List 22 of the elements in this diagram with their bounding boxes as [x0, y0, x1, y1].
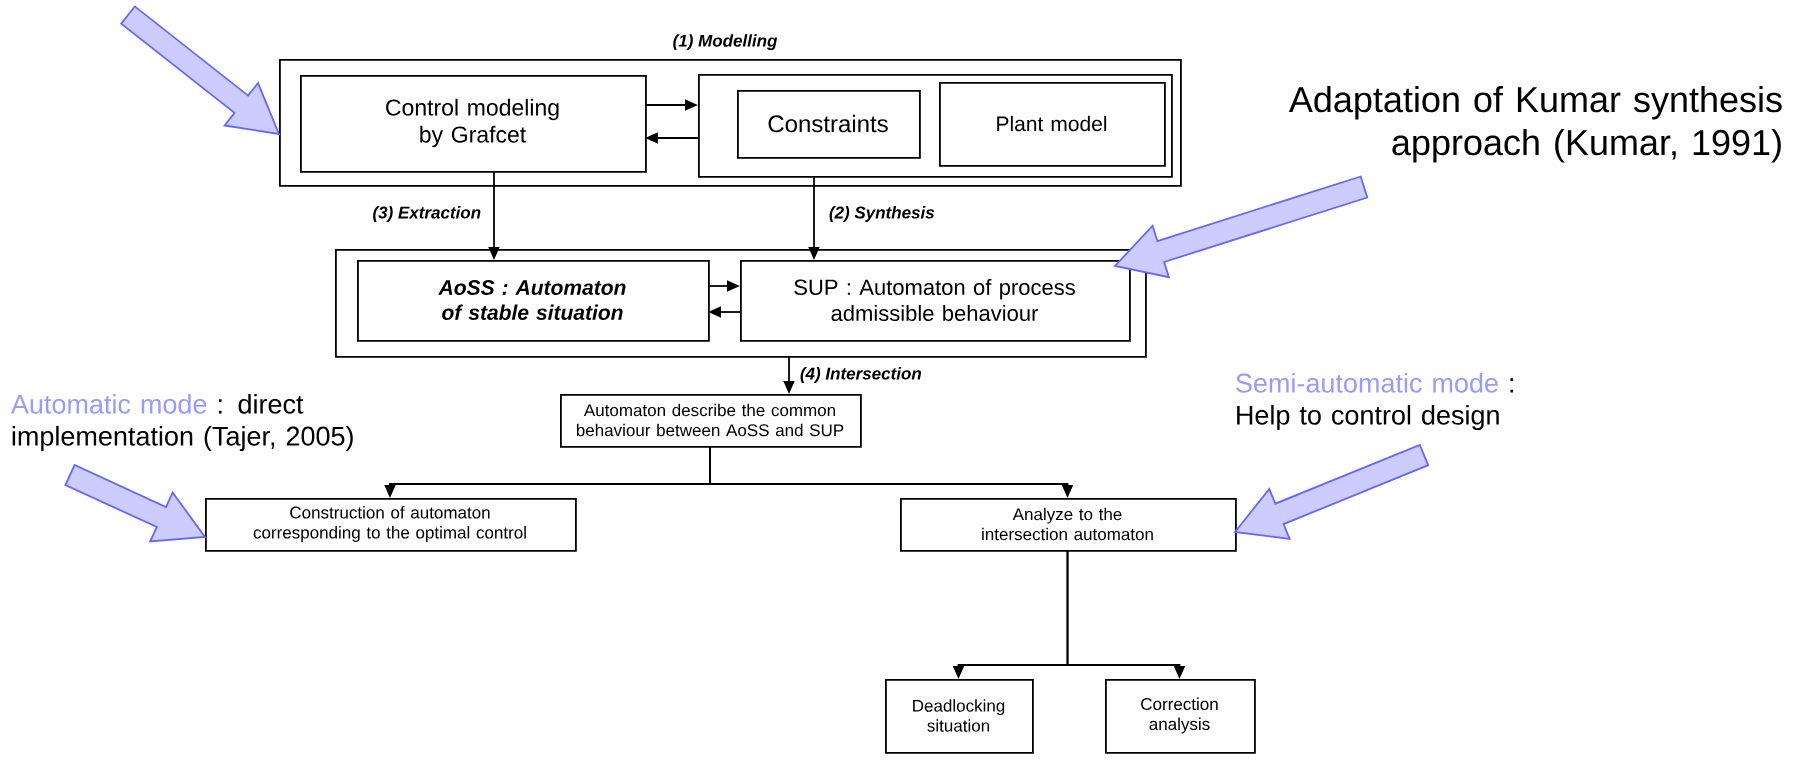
process-box: SUP : Automaton of process admissible behaviour: [740, 260, 1131, 342]
process-box: Analyze to the intersection automaton: [900, 498, 1237, 552]
block-arrow: [1113, 175, 1369, 279]
edge-label: (3) Extraction: [370, 204, 484, 224]
process-box: Deadlocking situation: [885, 679, 1034, 754]
process-box: Constraints: [737, 90, 921, 159]
process-box: Plant model: [939, 82, 1166, 167]
process-box: Construction of automaton corresponding to the optimal control: [205, 498, 577, 552]
process-box: AoSS : Automaton of stable situation: [357, 260, 710, 342]
group-box: [698, 74, 1173, 178]
annotation-text: Adaptation of Kumar synthesis approach (Kumar, 1991): [1288, 85, 1782, 163]
process-box: Automaton describe the common behaviour between AoSS and SUP: [560, 394, 862, 448]
edge-label: (4) Intersection: [797, 365, 924, 385]
block-arrow: [1233, 443, 1430, 540]
node-label: (1) Modelling: [673, 34, 778, 51]
process-box: Control modeling by Grafcet: [300, 75, 647, 173]
process-box: Correction analysis: [1105, 679, 1256, 754]
group-box: [335, 249, 1147, 358]
block-arrow: [64, 463, 207, 543]
edge-label: (2) Synthesis: [826, 204, 937, 224]
annotation-text: Semi-automatic mode : Help to control design: [1236, 372, 1514, 431]
annotation-text: Automatic mode : direct implementation (Tajer, 2005): [10, 393, 353, 452]
